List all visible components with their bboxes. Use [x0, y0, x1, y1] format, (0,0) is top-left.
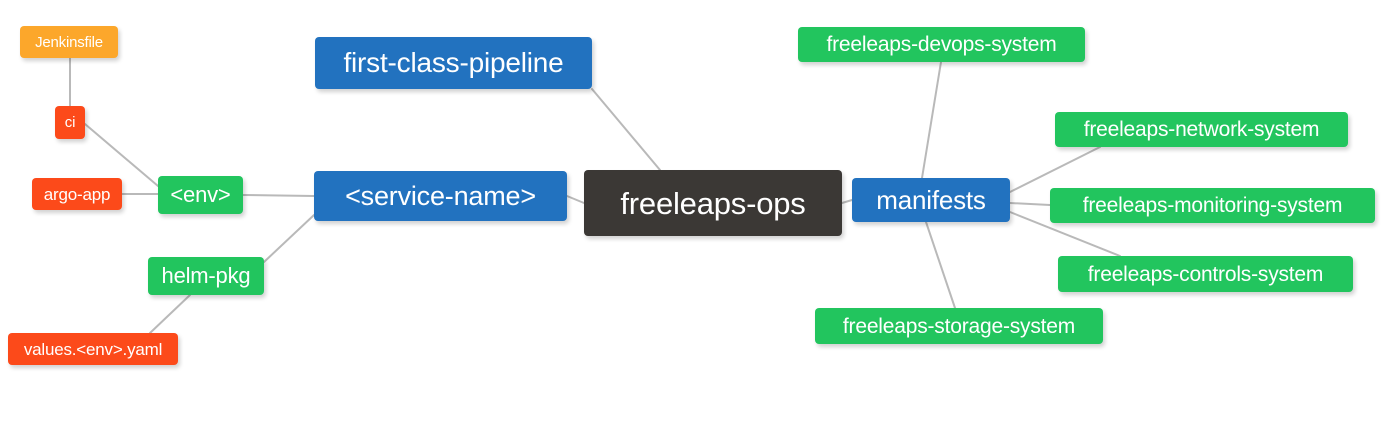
node-label-service-name: <service-name> — [345, 180, 536, 211]
edge-root-to-manifests — [841, 199, 853, 204]
edge-root-to-service-name — [566, 195, 585, 204]
node-label-helm-pkg: helm-pkg — [161, 263, 251, 288]
node-helm-pkg[interactable]: helm-pkg — [148, 257, 264, 295]
edge-helm-pkg-to-values-env-yaml — [149, 294, 191, 334]
node-label-freeleaps-controls-system: freeleaps-controls-system — [1087, 262, 1324, 286]
node-label-freeleaps-network-system: freeleaps-network-system — [1083, 118, 1320, 141]
node-ci[interactable]: ci — [55, 106, 85, 139]
edge-manifests-to-freeleaps-storage-system — [925, 221, 956, 309]
node-service-name[interactable]: <service-name> — [314, 171, 567, 221]
node-label-env: <env> — [170, 182, 231, 207]
edge-service-name-to-env — [242, 194, 315, 197]
node-freeleaps-controls-system[interactable]: freeleaps-controls-system — [1058, 256, 1353, 292]
node-freeleaps-storage-system[interactable]: freeleaps-storage-system — [815, 308, 1103, 344]
edge-service-name-to-helm-pkg — [263, 214, 315, 263]
node-label-ci: ci — [64, 114, 76, 131]
node-values-env-yaml[interactable]: values.<env>.yaml — [8, 333, 178, 365]
edge-root-to-first-class-pipeline — [591, 88, 661, 171]
node-label-jenkinsfile: Jenkinsfile — [35, 33, 103, 51]
node-first-class-pipeline[interactable]: first-class-pipeline — [315, 37, 592, 89]
node-label-argo-app: argo-app — [43, 184, 111, 204]
node-freeleaps-network-system[interactable]: freeleaps-network-system — [1055, 112, 1348, 147]
edge-manifests-to-freeleaps-devops-system — [921, 61, 942, 179]
node-label-values-env-yaml: values.<env>.yaml — [23, 339, 163, 359]
node-argo-app[interactable]: argo-app — [32, 178, 122, 210]
node-label-freeleaps-monitoring-system: freeleaps-monitoring-system — [1082, 194, 1343, 217]
node-freeleaps-monitoring-system[interactable]: freeleaps-monitoring-system — [1050, 188, 1375, 223]
edge-manifests-to-freeleaps-network-system — [1009, 146, 1101, 193]
node-label-freeleaps-storage-system: freeleaps-storage-system — [842, 314, 1076, 338]
node-manifests[interactable]: manifests — [852, 178, 1010, 222]
node-label-root: freeleaps-ops — [620, 185, 806, 221]
node-label-manifests: manifests — [876, 185, 986, 215]
node-label-freeleaps-devops-system: freeleaps-devops-system — [826, 33, 1057, 56]
node-env[interactable]: <env> — [158, 176, 243, 214]
edge-manifests-to-freeleaps-monitoring-system — [1009, 202, 1051, 206]
node-label-first-class-pipeline: first-class-pipeline — [343, 47, 564, 78]
edge-env-to-ci — [84, 123, 159, 187]
node-root[interactable]: freeleaps-ops — [584, 170, 842, 236]
node-freeleaps-devops-system[interactable]: freeleaps-devops-system — [798, 27, 1085, 62]
node-jenkinsfile[interactable]: Jenkinsfile — [20, 26, 118, 58]
